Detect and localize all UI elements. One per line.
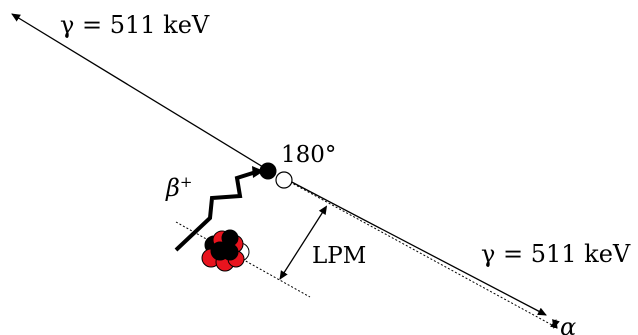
- deviation-arrow: [549, 319, 560, 329]
- gamma-top-label: γ = 511 keV: [60, 11, 210, 39]
- corner-alpha-label: α: [560, 313, 576, 335]
- electron-dot: [259, 162, 277, 180]
- gamma-bottom-label: γ = 511 keV: [481, 240, 631, 268]
- nucleus: [201, 229, 250, 272]
- lpm-arrow: [279, 205, 328, 280]
- positron-path: [174, 170, 257, 252]
- annihilation-white-dot: [275, 171, 293, 189]
- angle-label: 180°: [281, 142, 336, 168]
- gamma-ray-line-bottom: [285, 178, 547, 316]
- beta-superscript: +: [180, 173, 193, 191]
- positron-path-arrowhead: [252, 166, 264, 178]
- beta-label: β+: [165, 173, 192, 202]
- gamma-ray-line-top: [11, 13, 269, 171]
- lpm-label: LPM: [312, 243, 366, 269]
- reference-dotted-line: [289, 181, 553, 326]
